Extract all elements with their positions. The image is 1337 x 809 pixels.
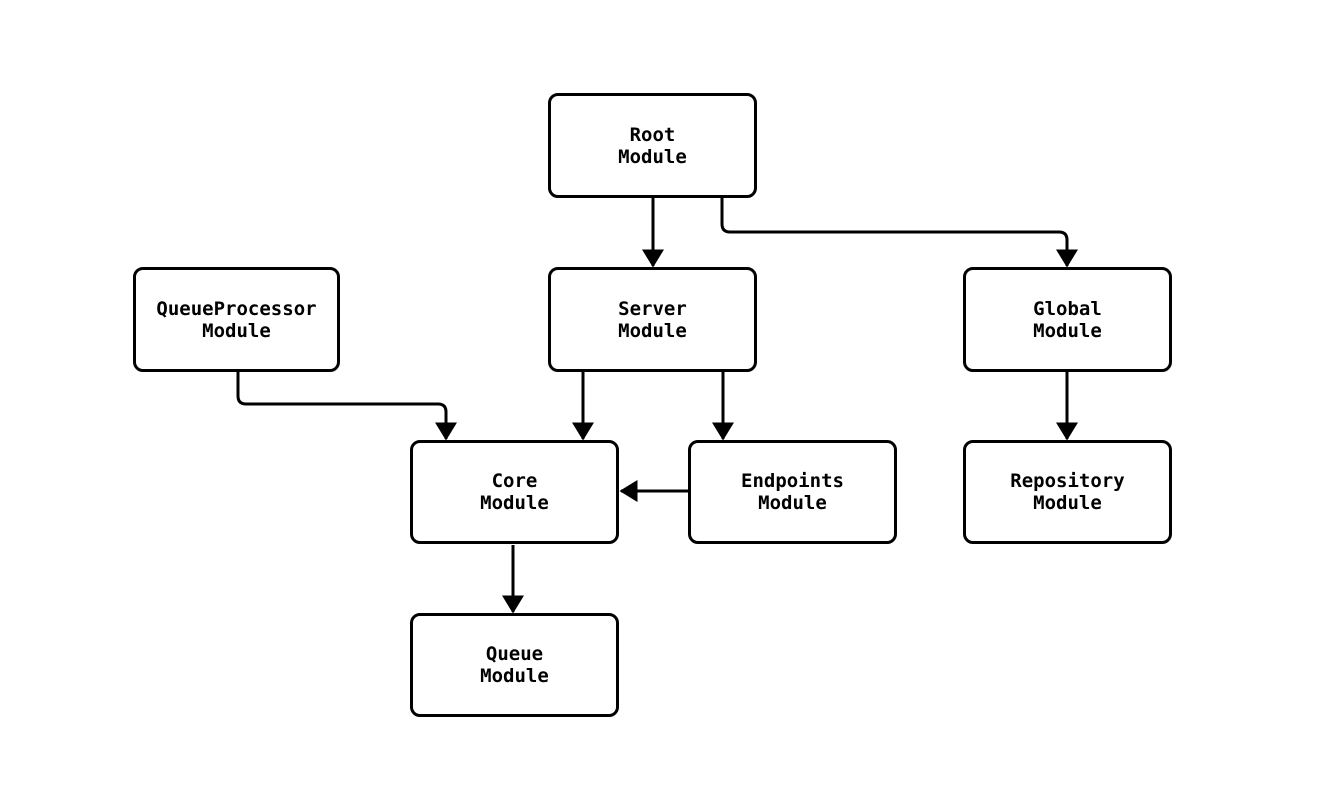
node-label: Endpoints Module bbox=[741, 470, 844, 514]
node-label: Queue Module bbox=[480, 643, 549, 687]
node-label: Server Module bbox=[618, 297, 687, 342]
node-label: QueueProcessor Module bbox=[156, 297, 317, 342]
node-server-module: Server Module bbox=[548, 267, 757, 372]
node-root-module: Root Module bbox=[548, 93, 757, 198]
edge-root-to-global bbox=[720, 198, 1078, 268]
node-global-module: Global Module bbox=[963, 267, 1172, 372]
node-repository-module: Repository Module bbox=[963, 440, 1172, 544]
node-endpoints-module: Endpoints Module bbox=[688, 440, 897, 544]
node-label: Repository Module bbox=[1010, 470, 1125, 514]
node-queue-module: Queue Module bbox=[410, 613, 619, 717]
node-label: Root Module bbox=[618, 123, 687, 168]
edge-queueprocessor-to-core bbox=[236, 372, 457, 441]
node-label: Global Module bbox=[1033, 297, 1102, 342]
node-label: Core Module bbox=[480, 470, 549, 514]
node-queueprocessor-module: QueueProcessor Module bbox=[133, 267, 340, 372]
node-core-module: Core Module bbox=[410, 440, 619, 544]
